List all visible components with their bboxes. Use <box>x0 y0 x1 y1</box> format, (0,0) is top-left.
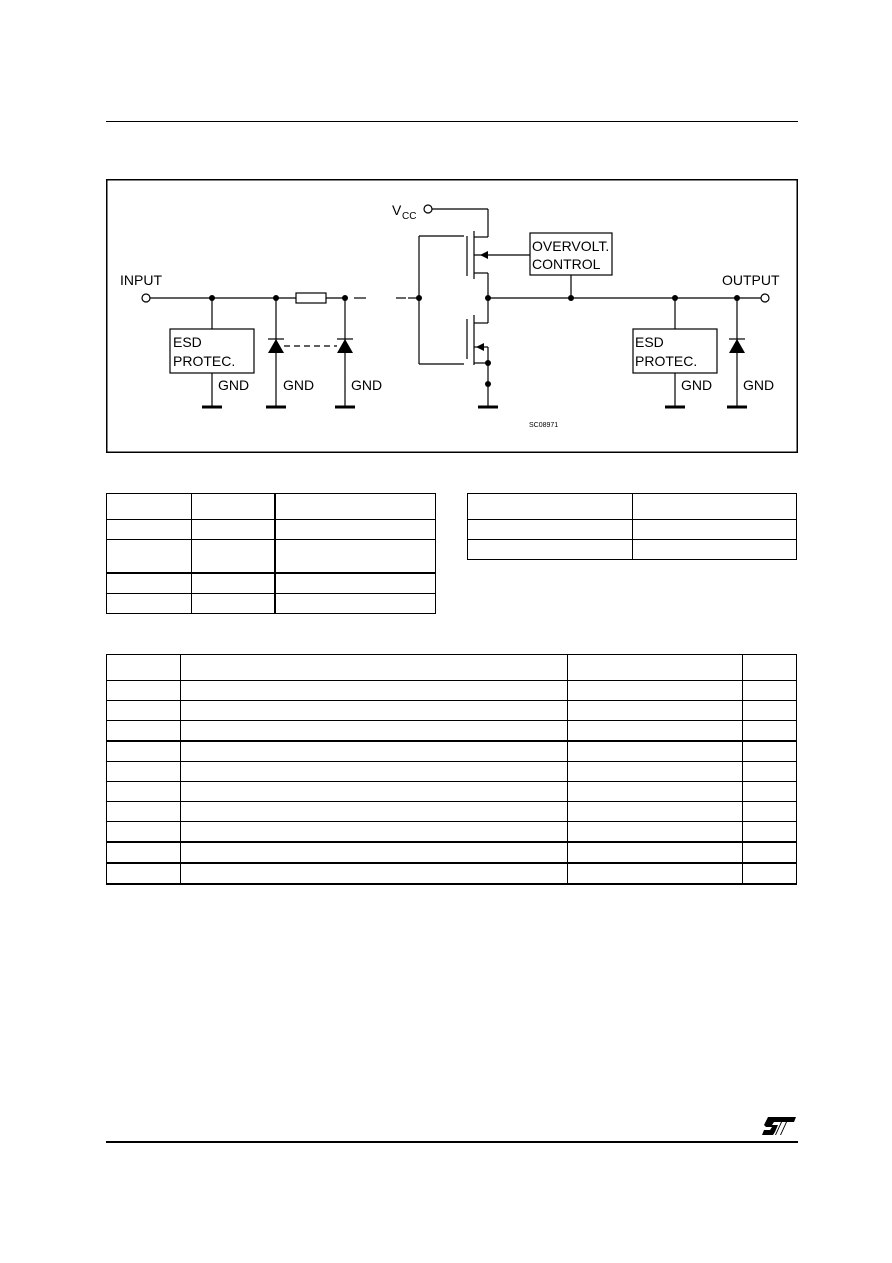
table-row <box>106 654 797 681</box>
table-row <box>106 700 797 721</box>
footer-rule <box>106 1141 798 1143</box>
table-row <box>106 862 797 885</box>
st-logo-icon <box>762 1115 798 1137</box>
gnd-label: GND <box>283 377 314 393</box>
table-row <box>106 740 797 762</box>
table-row <box>106 680 797 701</box>
table-row <box>106 720 797 742</box>
vcc-terminal <box>423 204 433 214</box>
table-row <box>106 572 436 594</box>
diode-3 <box>729 339 745 353</box>
diode-2 <box>337 339 353 353</box>
schematic-frame <box>106 179 798 453</box>
gnd-label: GND <box>743 377 774 393</box>
gnd-label: GND <box>351 377 382 393</box>
vcc-subscript: CC <box>402 211 416 222</box>
esd-right-line1: ESD <box>635 334 664 350</box>
output-terminal <box>760 293 770 303</box>
table-row <box>106 841 797 864</box>
vcc-label: V <box>392 202 402 218</box>
table-c <box>106 654 797 885</box>
resistor <box>295 292 327 304</box>
output-label: OUTPUT <box>722 272 780 288</box>
table-row <box>106 592 436 614</box>
table-row <box>106 761 797 782</box>
table-row <box>467 493 797 520</box>
table-row <box>106 801 797 822</box>
table-row <box>106 821 797 843</box>
table-row <box>106 539 436 573</box>
overvolt-label-line2: CONTROL <box>532 256 601 272</box>
input-label: INPUT <box>120 272 162 288</box>
overvolt-label-line1: OVERVOLT. <box>532 238 609 254</box>
table-row <box>106 493 436 520</box>
table-row <box>106 781 797 802</box>
esd-left-line2: PROTEC. <box>173 353 235 369</box>
table-b <box>467 493 797 560</box>
diode-1 <box>268 339 284 353</box>
header-rule <box>106 121 798 122</box>
esd-right-line2: PROTEC. <box>635 353 697 369</box>
table-a <box>106 493 436 614</box>
input-output-equivalent-circuit: V CC INPUT OUTPUT OVERVOLT. CONTROL ESD … <box>106 179 798 453</box>
gnd-label: GND <box>218 377 249 393</box>
esd-left-line1: ESD <box>173 334 202 350</box>
table-row <box>467 519 797 540</box>
gnd-label: GND <box>681 377 712 393</box>
input-terminal <box>141 293 151 303</box>
figure-code: SC08971 <box>529 422 558 429</box>
table-row <box>467 539 797 560</box>
table-row <box>106 519 436 540</box>
